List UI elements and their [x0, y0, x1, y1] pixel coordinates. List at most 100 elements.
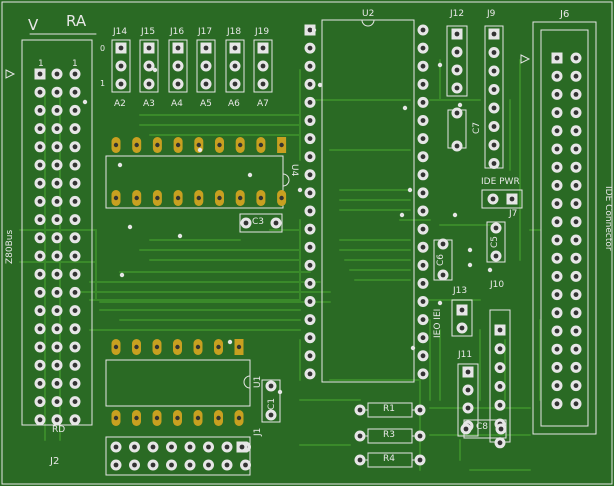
pad-hole: [554, 274, 560, 279]
pad-hole: [420, 299, 426, 304]
label-r4: R4: [383, 454, 395, 464]
pad-hole: [196, 142, 201, 148]
pad-hole: [72, 417, 78, 423]
label-one-right: 1: [72, 59, 78, 69]
label-a3: A3: [143, 99, 155, 109]
pad-hole: [72, 162, 78, 168]
label-j16: J16: [170, 27, 185, 37]
pad-hole: [573, 219, 579, 225]
pad-hole: [554, 255, 560, 261]
pad-hole: [420, 45, 426, 51]
pad-hole: [554, 328, 560, 334]
pad-hole: [154, 415, 160, 421]
c1-outline: [261, 379, 281, 423]
pad-hole: [118, 81, 124, 87]
pad-hole: [493, 253, 499, 259]
pad-hole: [420, 281, 426, 286]
pad-hole: [37, 126, 43, 131]
pad-hole: [37, 308, 43, 313]
via: [277, 389, 283, 395]
pad-hole: [206, 444, 211, 450]
pad-hole: [307, 63, 313, 69]
pad-hole: [54, 71, 60, 77]
pad-hole: [307, 154, 313, 160]
pad-hole: [420, 118, 426, 123]
pad-hole: [491, 142, 497, 148]
pad-hole: [54, 162, 60, 168]
label-c5: C5: [490, 235, 500, 248]
pad-hole: [554, 73, 560, 79]
pad-hole: [420, 371, 426, 377]
pad-hole: [37, 144, 43, 150]
pad-hole: [420, 208, 426, 214]
pad-hole: [440, 272, 446, 278]
pad-hole: [440, 241, 446, 247]
pad-hole: [357, 407, 363, 413]
pad-hole: [497, 384, 503, 389]
pad-hole: [118, 45, 124, 51]
pad-hole: [175, 81, 181, 87]
pad-hole: [72, 381, 78, 386]
pad-hole: [113, 344, 119, 350]
pad-hole: [357, 457, 363, 463]
label-ieo-iei: IEO IEI: [433, 308, 443, 338]
pad-hole: [72, 235, 78, 241]
label-a4: A4: [171, 99, 183, 109]
pad-hole: [554, 201, 560, 207]
pad-hole: [72, 290, 78, 295]
pad-hole: [72, 71, 78, 77]
c5-outline: [486, 221, 506, 263]
pad-hole: [420, 63, 426, 69]
pad-hole: [307, 281, 313, 286]
pad-hole: [146, 63, 152, 69]
via: [311, 27, 317, 33]
u2-notch: [361, 19, 375, 27]
pad-hole: [465, 369, 471, 375]
via: [467, 247, 473, 253]
pad-hole: [307, 335, 313, 341]
pad-hole: [54, 108, 60, 113]
label-ide-connector: IDE Connector: [603, 186, 613, 251]
pad-hole: [54, 199, 60, 204]
pad-hole: [279, 142, 284, 148]
pad-hole: [238, 142, 243, 148]
via: [452, 212, 458, 218]
label-r3: R3: [383, 430, 395, 440]
pad-hole: [554, 55, 560, 61]
pad-hole: [454, 49, 460, 55]
pad-hole: [37, 326, 43, 332]
label-j9: J9: [487, 9, 496, 19]
via: [152, 67, 158, 73]
pad-hole: [187, 462, 193, 468]
pad-hole: [216, 415, 221, 421]
label-j1: J1: [253, 427, 263, 436]
pad-hole: [459, 307, 465, 313]
pad-hole: [491, 124, 497, 129]
pad-hole: [554, 92, 560, 97]
label-u2: U2: [362, 9, 375, 19]
pad-hole: [420, 81, 426, 87]
pad-hole: [454, 67, 460, 73]
label-j12: J12: [450, 9, 465, 19]
pad-hole: [155, 195, 160, 201]
pin1-marker: [520, 54, 531, 64]
label-j15: J15: [141, 27, 156, 37]
pad-hole: [509, 196, 515, 202]
pad-hole: [72, 326, 78, 332]
label-c1: C1: [267, 397, 277, 410]
pad-hole: [420, 353, 426, 359]
pad-hole: [37, 217, 43, 223]
j1-outline: [105, 436, 251, 476]
pad-hole: [113, 142, 119, 148]
pad-hole: [206, 462, 211, 468]
pad-hole: [203, 81, 209, 87]
via: [177, 233, 183, 239]
pad-hole: [72, 271, 78, 277]
pad-hole: [307, 118, 313, 123]
pad-hole: [307, 317, 313, 322]
via: [399, 212, 405, 218]
pad-hole: [454, 31, 460, 37]
via: [410, 345, 416, 351]
pad-hole: [573, 92, 579, 97]
pad-hole: [54, 399, 60, 404]
